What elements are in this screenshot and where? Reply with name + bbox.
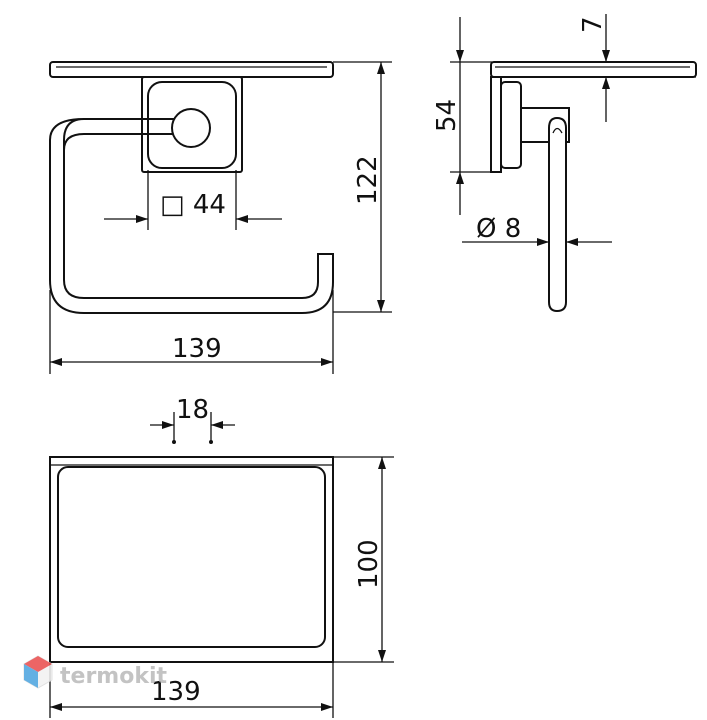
front-shelf-plate: [49, 61, 334, 78]
dim-bar-diameter: Ø 8: [476, 214, 521, 244]
dim-front-height: 122: [353, 155, 383, 205]
side-bar: [548, 116, 567, 313]
dim-top-width: 139: [151, 677, 201, 707]
top-view: 18 100 139: [49, 395, 394, 718]
termokit-logo-icon: [23, 655, 53, 689]
side-view: 54 7 Ø 8: [432, 14, 697, 313]
front-view: □ 44 139 122: [49, 61, 392, 374]
side-mount-block: [490, 76, 502, 173]
dim-shelf-thickness: 7: [578, 16, 608, 33]
side-mount-plate: [500, 81, 522, 169]
side-shelf-plate: [490, 61, 697, 78]
dim-top-spacing: 18: [176, 395, 209, 425]
watermark: termokit: [23, 655, 167, 689]
front-hub: [171, 108, 211, 148]
dim-top-depth: 100: [354, 539, 384, 589]
front-holder-arm: [49, 118, 334, 314]
watermark-text: termokit: [60, 664, 167, 689]
dim-plate-square: □ 44: [160, 190, 226, 220]
dim-front-width: 139: [172, 334, 222, 364]
dim-side-height: 54: [432, 99, 462, 132]
top-inner-tray: [57, 466, 326, 648]
